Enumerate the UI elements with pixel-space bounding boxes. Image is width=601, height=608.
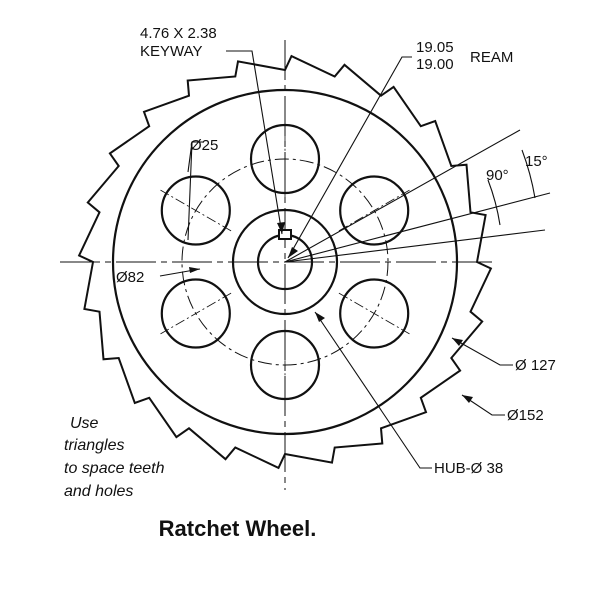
keyway-arrowhead [277, 222, 285, 234]
angle-arc-90 [487, 179, 501, 226]
bolt-circle-label: Ø82 [116, 269, 144, 286]
ratchet-teeth-outline [77, 54, 493, 470]
outer-dia-label: Ø152 [507, 407, 544, 424]
hole-dia-label: Ø25 [190, 137, 218, 154]
hole-center-line [338, 292, 410, 335]
bolt-circle-arrowhead [189, 267, 200, 273]
angle-ext-line-3 [284, 229, 546, 263]
angle-ext-line-2 [284, 192, 551, 263]
hole-center-line [160, 292, 232, 335]
hole-center-line [160, 189, 232, 232]
outer-dia-arrowhead [462, 395, 473, 403]
outer-dia-leader [461, 394, 505, 416]
hole-center-line [338, 189, 410, 232]
ream-upper-label: 19.05 [416, 39, 454, 56]
ream-arrowhead [288, 247, 298, 258]
note-line-1: Use [70, 415, 99, 432]
ream-leader [287, 56, 412, 259]
note-line-2: triangles [64, 437, 124, 454]
angle-15-label: 15° [525, 153, 548, 170]
ream-lower-label: 19.00 [416, 56, 454, 73]
hub-arrowhead [315, 312, 325, 322]
inner-rim-circle [111, 88, 459, 436]
ream-label: REAM [470, 49, 513, 66]
inner-dia-arrowhead [452, 338, 463, 346]
center-lines [60, 40, 495, 490]
inner-dia-label: Ø 127 [515, 357, 556, 374]
arrowheads [189, 222, 473, 403]
note-line-3: to space teeth [64, 460, 165, 477]
note-line-4: and holes [64, 483, 133, 500]
angle-arc-15 [521, 149, 536, 199]
keyway-slot [278, 229, 292, 240]
keyway-leader [226, 50, 283, 235]
hole-circle [339, 175, 410, 246]
hub-leader [314, 311, 432, 469]
figure-caption: Ratchet Wheel. [158, 516, 317, 541]
hole-dia-leader-arrow [187, 141, 193, 173]
hole-circle [160, 175, 231, 246]
hub-label: HUB-Ø 38 [434, 460, 503, 477]
hub-circle [231, 208, 339, 316]
leader-lines [159, 50, 551, 469]
keyway-size-label: 4.76 X 2.38 [140, 25, 217, 42]
hole-circle [339, 278, 410, 349]
lightening-holes [160, 118, 410, 406]
angle-90-label: 90° [486, 167, 509, 184]
hole-circle [160, 278, 231, 349]
inner-dia-leader [451, 337, 513, 366]
keyway-label: KEYWAY [140, 43, 203, 60]
angle-ext-line-1 [284, 129, 521, 263]
